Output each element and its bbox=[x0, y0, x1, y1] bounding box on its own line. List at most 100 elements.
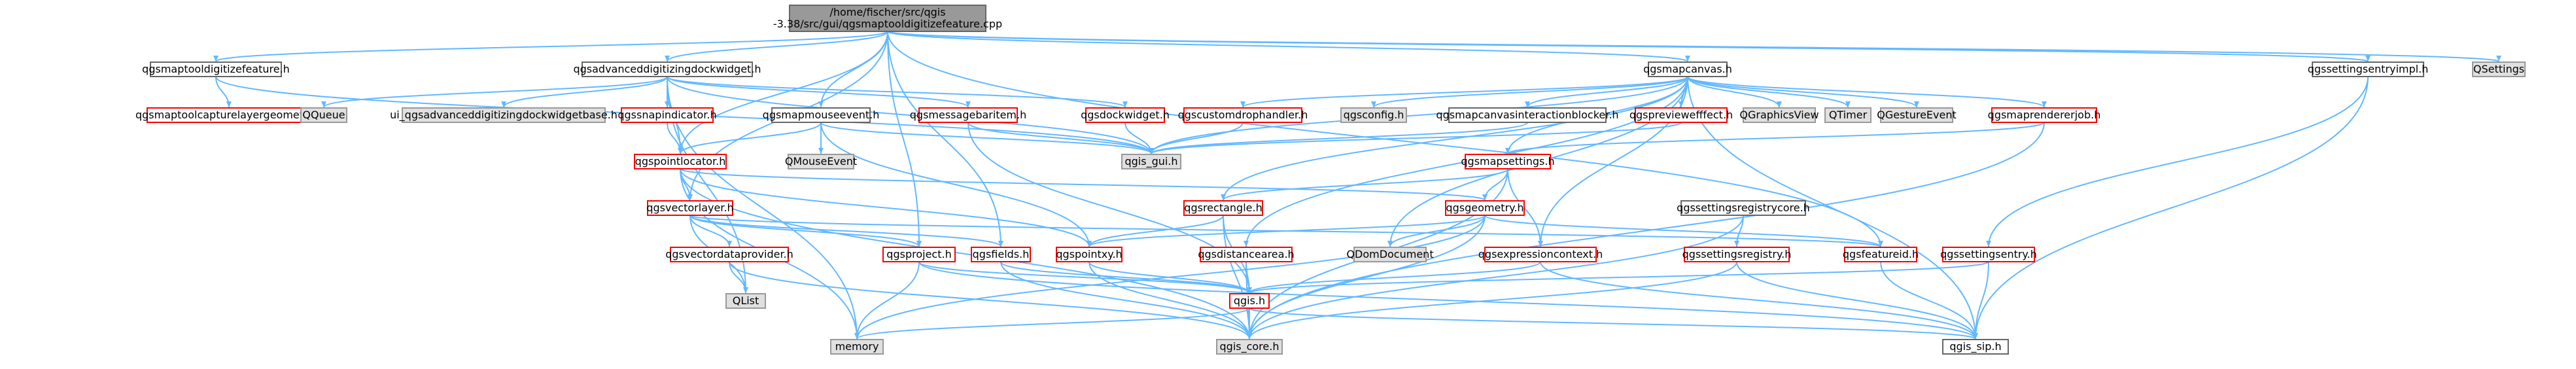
dependency-edge bbox=[1087, 215, 1486, 247]
node-qgsdistancearea-h[interactable]: qgsdistancearea.h bbox=[1198, 247, 1295, 262]
dependency-edge bbox=[1000, 261, 1252, 294]
node-qgis-h[interactable]: qgis.h bbox=[1229, 293, 1270, 309]
node-qgestureevent[interactable]: QGestureEvent bbox=[1877, 107, 1957, 123]
node-qgis-sip-h[interactable]: qgis_sip.h bbox=[1942, 339, 2009, 355]
node-label: qgsmaptooldigitizefeature.h bbox=[142, 63, 290, 75]
node-qtimer[interactable]: QTimer bbox=[1824, 107, 1871, 123]
node-label: qgssettingsregistrycore.h bbox=[1677, 202, 1810, 214]
dependency-edge bbox=[689, 215, 922, 247]
dependency-edge bbox=[1087, 215, 1224, 247]
node-qgspointlocator-h[interactable]: qgspointlocator.h bbox=[634, 154, 727, 169]
dependency-edge bbox=[1484, 215, 1883, 247]
dependency-edge bbox=[1223, 215, 1252, 340]
node-qgspointxy-h[interactable]: qgspointxy.h bbox=[1056, 247, 1123, 262]
node-qgsproject-h[interactable]: qgsproject.h bbox=[882, 247, 956, 262]
dependency-edge bbox=[1505, 122, 2045, 154]
node-qmouseevent[interactable]: QMouseEvent bbox=[785, 154, 857, 169]
node-qdomdocument[interactable]: QDomDocument bbox=[1346, 247, 1434, 262]
node-memory[interactable]: memory bbox=[830, 339, 884, 355]
node-qgsadvanceddigitizingdockwidget-h[interactable]: qgsadvanceddigitizingdockwidget.h bbox=[573, 62, 761, 77]
dependency-edge bbox=[1986, 76, 2369, 247]
node-box bbox=[670, 247, 789, 262]
node-qgs-gui-h[interactable]: qgis_gui.h bbox=[1121, 154, 1181, 169]
node-qsettings[interactable]: QSettings bbox=[2472, 62, 2526, 77]
node-label: qgsfeatureid.h bbox=[1843, 248, 1919, 260]
node-qgsvectordataprovider-h[interactable]: qgsvectordataprovider.h bbox=[665, 247, 793, 262]
node-qgssettingsregistry-h[interactable]: qgssettingsregistry.h bbox=[1682, 247, 1792, 262]
node-label: QDomDocument bbox=[1346, 248, 1433, 260]
node-qgsmapcanvasinteractionblocker-h[interactable]: qgsmapcanvasinteractionblocker.h bbox=[1436, 107, 1619, 123]
node-label: qgis_sip.h bbox=[1949, 340, 2001, 353]
node-qgsfields-h[interactable]: qgsfields.h bbox=[971, 247, 1031, 262]
node-box bbox=[2472, 62, 2526, 77]
node-qgssettingsregistrycore-h[interactable]: qgssettingsregistrycore.h bbox=[1677, 200, 1810, 216]
node-qgsmaptooldigitizefeature-h[interactable]: qgsmaptooldigitizefeature.h bbox=[142, 62, 290, 77]
root-node[interactable]: /home/fischer/src/qgis -3.38/src/gui/qgs… bbox=[773, 5, 1002, 32]
dependency-edge bbox=[820, 122, 1092, 247]
dependency-edge bbox=[887, 31, 1690, 62]
node-qgsmapmouseevent-h[interactable]: qgsmapmouseevent.h bbox=[763, 107, 880, 123]
node-qgscustomdrophandler-h[interactable]: qgscustomdrophandler.h bbox=[1178, 107, 1308, 123]
node-label: qgspointlocator.h bbox=[635, 155, 726, 167]
node-box bbox=[1353, 247, 1427, 262]
dependency-edge bbox=[678, 31, 888, 154]
node-qgsmaprendererjob-h[interactable]: qgsmaprendererjob.h bbox=[1988, 107, 2101, 123]
node-qgsvectorlayer-h[interactable]: qgsvectorlayer.h bbox=[646, 200, 734, 216]
dependency-edge bbox=[667, 76, 1154, 154]
node-qgsmapcanvas-h[interactable]: qgsmapcanvas.h bbox=[1643, 62, 1732, 77]
node-qgsgeometry-h[interactable]: qgsgeometry.h bbox=[1445, 200, 1525, 216]
node-ui-qgsadvanceddigitizingdockwidgetbase-h[interactable]: ui_qgsadvanceddigitizingdockwidgetbase.h bbox=[390, 107, 618, 123]
node-qgsmaptoolcapturelayergeometry-h[interactable]: qgsmaptoolcapturelayergeometry.h bbox=[135, 107, 322, 123]
node-label: QTimer bbox=[1829, 109, 1868, 121]
node-qgsmapsettings-h[interactable]: qgsmapsettings.h bbox=[1461, 154, 1555, 169]
dependency-edge bbox=[1687, 76, 1782, 108]
node-box bbox=[1183, 107, 1302, 123]
node-label: QGraphicsView bbox=[1739, 109, 1819, 121]
node-qgsconfig-h[interactable]: qgsconfig.h bbox=[1340, 107, 1407, 123]
node-qgraphicsview[interactable]: QGraphicsView bbox=[1739, 107, 1819, 123]
node-box bbox=[150, 62, 282, 77]
node-qgssnapindicator-h[interactable]: qgssnapindicator.h bbox=[618, 107, 717, 123]
dependency-edge bbox=[854, 261, 920, 340]
dependency-edge bbox=[1088, 261, 1252, 340]
node-box bbox=[402, 107, 606, 123]
dependency-edge bbox=[729, 261, 1252, 340]
node-qgsdockwidget-h[interactable]: qgsdockwidget.h bbox=[1081, 107, 1170, 123]
node-label: QQueue bbox=[302, 109, 345, 121]
dependency-edge bbox=[1538, 76, 1688, 247]
node-qgis-core-h[interactable]: qgis_core.h bbox=[1216, 339, 1283, 355]
dependency-edge bbox=[667, 76, 971, 108]
node-qgsexpressioncontext-h[interactable]: qgsexpressioncontext.h bbox=[1478, 247, 1603, 262]
node-box bbox=[1680, 200, 1806, 216]
node-label: qgssettingsregistry.h bbox=[1682, 248, 1792, 260]
dependency-edge bbox=[1149, 122, 1682, 154]
node-label: qgsmessagebaritem.h bbox=[910, 109, 1026, 121]
node-label: qgsproject.h bbox=[886, 248, 951, 260]
dependency-edge bbox=[1247, 261, 1989, 294]
node-qgsrectangle-h[interactable]: qgsrectangle.h bbox=[1183, 200, 1263, 216]
node-label: qgis_gui.h bbox=[1124, 155, 1177, 168]
dependency-edge bbox=[689, 215, 732, 247]
dependency-edge bbox=[1247, 215, 1744, 340]
dependency-edge bbox=[887, 31, 922, 247]
dependency-edges bbox=[213, 31, 2501, 340]
dependency-edge bbox=[729, 261, 748, 294]
node-qgssettingsentry-h[interactable]: qgssettingsentry.h bbox=[1940, 247, 2037, 262]
node-box bbox=[1635, 107, 1728, 123]
node-qgspreviewefffect-h[interactable]: qgspreviewefffect.h bbox=[1629, 107, 1733, 123]
node-qgsmessagebaritem-h[interactable]: qgsmessagebaritem.h bbox=[910, 107, 1026, 123]
node-box bbox=[1824, 107, 1871, 123]
node-qgsfeatureid-h[interactable]: qgsfeatureid.h bbox=[1843, 247, 1919, 262]
node-label: QSettings bbox=[2473, 63, 2524, 75]
node-label: qgsvectordataprovider.h bbox=[665, 248, 793, 260]
node-label: qgsconfig.h bbox=[1344, 109, 1404, 121]
dependency-edge bbox=[918, 261, 1978, 340]
node-qgssettingsentryimpl-h[interactable]: qgssettingsentryimpl.h bbox=[2308, 62, 2429, 77]
dependency-edge bbox=[887, 31, 1003, 247]
node-qqueue[interactable]: QQueue bbox=[300, 107, 347, 123]
node-box bbox=[634, 154, 727, 169]
node-qlist[interactable]: QList bbox=[725, 293, 766, 309]
node-box bbox=[647, 200, 733, 216]
node-box bbox=[1445, 200, 1525, 216]
node-label: qgsexpressioncontext.h bbox=[1478, 248, 1603, 260]
